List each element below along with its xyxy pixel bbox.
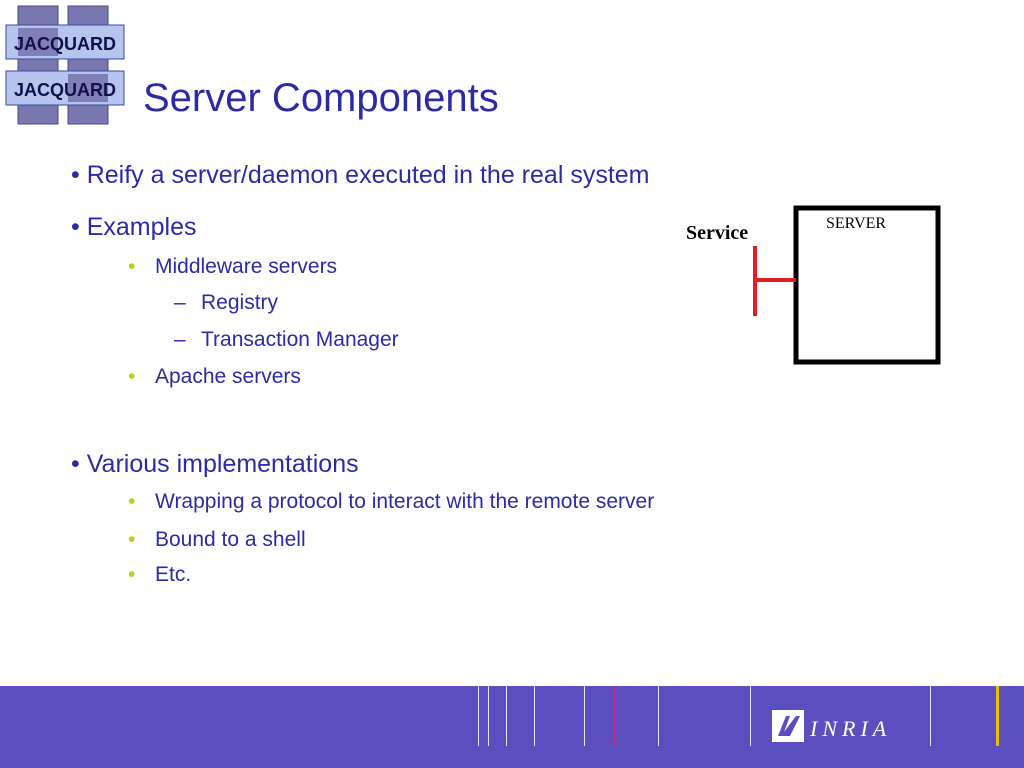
subbullet-text: Wrapping a protocol to interact with the…: [155, 490, 655, 513]
service-label: Service: [686, 222, 749, 244]
subbullet-text: Etc.: [155, 563, 192, 586]
footer-divider: [506, 686, 507, 746]
jacquard-logo: JACQUARD JACQUARD: [5, 5, 125, 125]
subbullet-middleware: • Middleware servers: [128, 254, 337, 280]
footer-divider: [534, 686, 535, 746]
server-box: [793, 205, 941, 365]
footer-divider: [750, 686, 751, 746]
server-label: SERVER: [826, 215, 887, 232]
inria-logo: INRIA: [772, 710, 891, 742]
bullet-marker: •: [71, 161, 80, 189]
subbullet-wrapping-protocol: • Wrapping a protocol to interact with th…: [128, 489, 654, 515]
subbullet-text: Bound to a shell: [155, 528, 306, 551]
bullet-marker: •: [71, 213, 80, 241]
subbullet-marker: •: [128, 528, 136, 551]
subbullet-marker: •: [128, 365, 136, 388]
subbullet-marker: •: [128, 490, 136, 513]
bullet-various-implementations: • Various implementations: [71, 449, 359, 479]
footer-divider: [584, 686, 585, 746]
subbullet-etc: • Etc.: [128, 562, 191, 588]
subsubbullet-text: Registry: [201, 291, 279, 314]
bullet-text: Reify a server/daemon executed in the re…: [86, 161, 650, 189]
bullet-marker: •: [71, 450, 80, 478]
subbullet-apache: • Apache servers: [128, 364, 301, 390]
footer-divider: [614, 686, 616, 746]
logo-word-top: JACQUARD: [14, 34, 116, 54]
subsubbullet-transaction-manager: –Transaction Manager: [174, 327, 399, 353]
subbullet-marker: •: [128, 255, 136, 278]
bullet-examples: • Examples: [71, 212, 196, 242]
inria-wordmark: INRIA: [809, 716, 891, 741]
slide-title: Server Components: [143, 76, 499, 120]
logo-word-bottom: JACQUARD: [14, 80, 116, 100]
footer-divider: [478, 686, 479, 746]
bullet-text: Various implementations: [86, 450, 359, 478]
subsubbullet-registry: –Registry: [174, 290, 278, 316]
server-diagram: [753, 205, 941, 365]
subbullet-bound-to-shell: • Bound to a shell: [128, 527, 306, 553]
dash-marker: –: [174, 291, 186, 314]
bullet-text: Examples: [86, 213, 197, 241]
subsubbullet-text: Transaction Manager: [201, 328, 399, 351]
subbullet-text: Middleware servers: [155, 255, 338, 278]
subbullet-marker: •: [128, 563, 136, 586]
footer-divider: [658, 686, 659, 746]
footer-divider: [488, 686, 489, 746]
dash-marker: –: [174, 328, 186, 351]
footer-band: [0, 686, 1024, 768]
footer-divider: [930, 686, 931, 746]
subbullet-text: Apache servers: [155, 365, 301, 388]
footer-divider: [996, 686, 999, 746]
bullet-reify: • Reify a server/daemon executed in the …: [71, 160, 650, 190]
